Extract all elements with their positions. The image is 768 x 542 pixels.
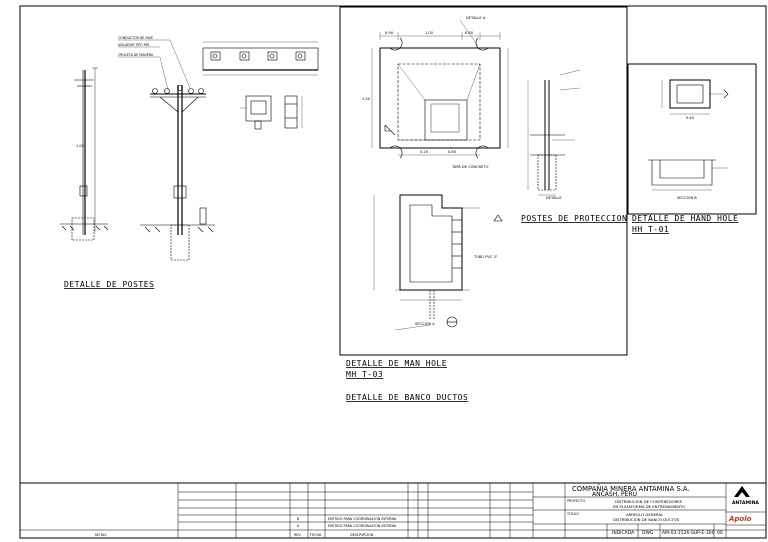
svg-text:CRUCETA DE MADERA: CRUCETA DE MADERA (118, 53, 154, 57)
titulo-line1: ARREGLO GENERAL (626, 512, 664, 517)
svg-text:1.00: 1.00 (425, 31, 434, 35)
svg-text:0.60: 0.60 (448, 150, 457, 154)
date-header: FECHA (310, 533, 322, 537)
protection-post-labels: DETALLE (546, 196, 562, 200)
file-type: DWG (642, 530, 654, 536)
handhole-plan (648, 79, 729, 191)
manhole-detail-code: MH T-03 (346, 370, 383, 379)
svg-text:0.20: 0.20 (420, 150, 429, 154)
rev-row-a-letter: A (297, 524, 300, 528)
svg-text:DETALLE A: DETALLE A (466, 16, 486, 20)
svg-text:DETALLE: DETALLE (546, 196, 562, 200)
logo-text: ANTAMINA (732, 500, 759, 506)
manhole-section (373, 194, 503, 331)
svg-text:SECCION A: SECCION A (415, 322, 435, 326)
svg-text:SECCION B: SECCION B (677, 196, 697, 200)
description-header: DESCRIPCION (350, 533, 374, 537)
protection-posts-title: POSTES DE PROTECCION (521, 214, 627, 223)
drawing-number: AM-03-1526-SUP-E-300 (662, 530, 715, 536)
svg-text:0.40: 0.40 (686, 116, 695, 120)
sheet-border (19, 5, 767, 539)
handhole-detail-title: DETALLE DE HAND HOLE (632, 214, 738, 223)
titulo-label: TITULO (566, 512, 579, 516)
duct-bank-detail-title: DETALLE DE BANCO DUCTOS (346, 393, 468, 402)
notes-header: NOTAS (95, 533, 106, 537)
handhole-detail-frame (627, 63, 757, 215)
manhole-plan (371, 19, 509, 159)
company-name: COMPAÑIA MINERA ANTAMINA S.A. (572, 484, 690, 493)
manhole-detail-frame (339, 6, 628, 356)
titulo-line2: DISTRIBUCION DE BANCO DUCTOS (613, 517, 680, 522)
proyecto-line2: EN PLATAFORMA DE ENTRENAMIENTO (613, 504, 685, 509)
scale-value: INDICADA (612, 530, 635, 536)
manhole-dim-labels: 0.90 1.00 0.80 DETALLE A 1.50 0.20 0.60 (362, 16, 486, 154)
svg-text:0.80: 0.80 (465, 31, 474, 35)
proyecto-line1: DISTRIBUCION DE CONTENEDORES (615, 499, 683, 504)
svg-text:TUBO PVC 3": TUBO PVC 3" (473, 255, 498, 259)
manhole-detail-title: DETALLE DE MAN HOLE (346, 359, 447, 368)
company-location: ANCASH, PERU (592, 491, 637, 498)
svg-text:1.50: 1.50 (362, 97, 371, 101)
rev-row-b-desc: EMITIDO PARA COORDINACION INTERNA (328, 517, 397, 521)
handhole-detail-code: HH T-01 (632, 225, 669, 234)
protection-posts (527, 69, 581, 196)
proyecto-label: PROYECTO (567, 499, 586, 503)
rev-row-a-desc: EMITIDO PARA COORDINACION INTERNA (328, 524, 397, 528)
rev-row-b-letter: B (297, 517, 300, 521)
handhole-labels: 0.40 SECCION B (677, 116, 697, 200)
svg-text:CONDUCTOR DE FASE: CONDUCTOR DE FASE (118, 36, 153, 40)
poles-detail: 1.00 CONDUCTOR DE FASE AISLADOR TIPO PIN… (60, 36, 319, 261)
svg-text:TAPA DE CONCRETO: TAPA DE CONCRETO (451, 165, 489, 169)
antamina-logo (734, 486, 750, 497)
brand-logo: Apolo (728, 515, 752, 523)
rev-header: REV (294, 533, 301, 537)
svg-text:1.00: 1.00 (76, 144, 84, 148)
title-block-grid (20, 482, 766, 538)
manhole-section-labels: TAPA DE CONCRETO TUBO PVC 3" SECCION A (415, 165, 498, 326)
svg-text:AISLADOR TIPO PIN: AISLADOR TIPO PIN (118, 43, 150, 47)
revision-number: 00 (717, 530, 723, 536)
svg-text:0.90: 0.90 (385, 31, 394, 35)
poles-detail-title: DETALLE DE POSTES (64, 280, 154, 289)
